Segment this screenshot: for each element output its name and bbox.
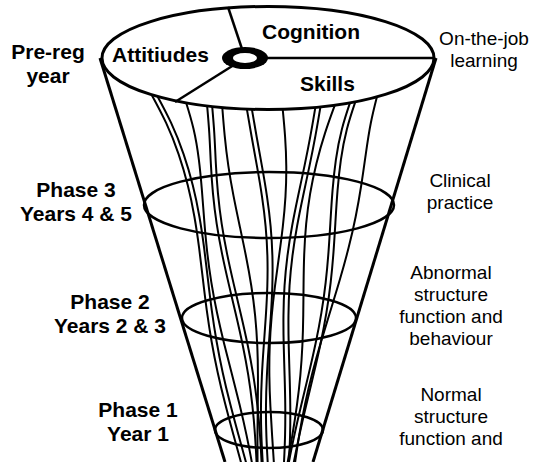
strand bbox=[251, 107, 272, 462]
strand bbox=[246, 107, 267, 462]
strand bbox=[295, 92, 379, 462]
strand bbox=[185, 98, 253, 462]
top-disc: Attitiudes CognitionSkills bbox=[100, 5, 436, 111]
disc-ellipse bbox=[102, 7, 434, 110]
core-hole bbox=[233, 53, 257, 63]
activity-label: On-the-job learning bbox=[434, 28, 534, 72]
strand bbox=[293, 99, 356, 462]
cone-side bbox=[313, 58, 436, 462]
stage-label: Phase 1 Year 1 bbox=[84, 398, 192, 446]
stage-label: Phase 3 Years 4 & 5 bbox=[14, 178, 138, 226]
strand bbox=[222, 106, 258, 462]
activity-label: Normal structure function and bbox=[386, 384, 516, 450]
stage-label: Pre-reg year bbox=[2, 40, 94, 88]
strands bbox=[150, 92, 378, 462]
strand bbox=[287, 103, 336, 462]
activity-label: Abnormal structure function and behaviou… bbox=[386, 262, 516, 349]
core-ring bbox=[222, 47, 268, 69]
sector-divider bbox=[245, 57, 434, 60]
sector-label: Attitiudes bbox=[112, 43, 209, 67]
sector-label: Cognition bbox=[262, 20, 360, 44]
activity-label: Clinical practice bbox=[398, 170, 522, 214]
stage-label: Phase 2 Years 2 & 3 bbox=[48, 290, 172, 338]
strand bbox=[207, 103, 257, 462]
sector-label: Skills bbox=[300, 72, 355, 96]
